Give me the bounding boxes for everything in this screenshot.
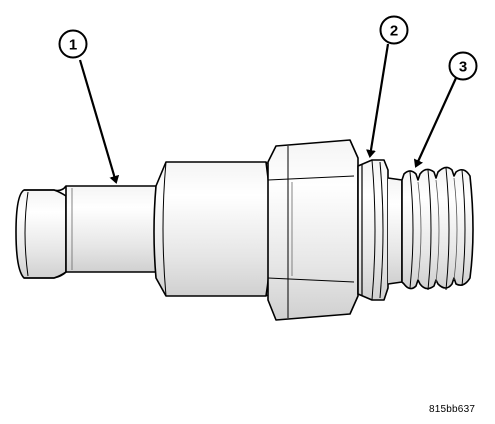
leader-line-2 [366,43,390,158]
callout-number: 3 [459,59,467,76]
callout-3: 3 [448,51,478,81]
callout-circle [58,29,88,59]
figure-id-label: 815bb637 [429,404,476,415]
hose-barb [15,185,157,279]
threaded-end [401,166,474,291]
callout-circle [448,51,478,81]
fitting-body [15,139,474,321]
callout-2: 2 [379,15,409,45]
hex-nut [267,139,359,321]
leader-line-3 [413,77,458,168]
collar [153,161,277,297]
callout-1: 1 [58,29,88,59]
sealing-groove [357,159,403,301]
callout-circle [379,15,409,45]
leader-lines [78,43,458,184]
callout-number: 2 [390,23,398,40]
leader-line-1 [78,59,120,184]
callout-number: 1 [69,37,77,54]
